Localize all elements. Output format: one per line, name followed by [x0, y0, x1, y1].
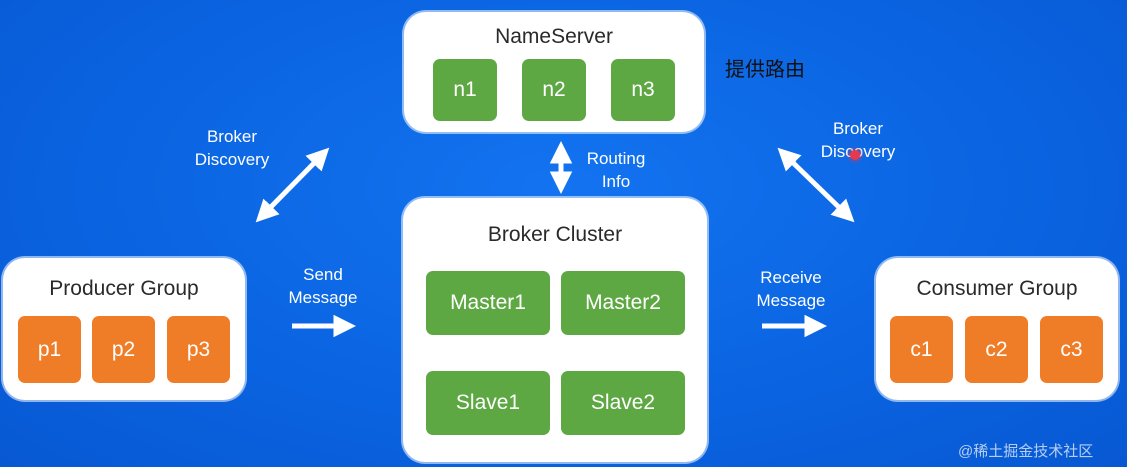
broker-slave1: Slave1	[426, 371, 550, 435]
broker-discovery-left-line1: Broker	[206, 127, 258, 146]
consumer-group-title: Consumer Group	[916, 277, 1078, 300]
broker-cluster-title: Broker Cluster	[487, 223, 623, 246]
routing-info-line1: Routing	[586, 149, 646, 168]
broker-discovery-right-line1: Broker	[832, 119, 884, 138]
producer-group-panel: Producer Group p1 p2 p3	[3, 258, 245, 400]
nameserver-node-n1: n1	[433, 59, 497, 121]
send-message-line1: Send	[303, 265, 343, 284]
broker-master1: Master1	[426, 271, 550, 335]
broker-cluster-panel: Broker Cluster Master1 Master2 Slave1 Sl…	[403, 198, 707, 462]
consumer-node-c2: c2	[965, 316, 1028, 383]
producer-node-p3: p3	[167, 316, 230, 383]
producer-node-p1: p1	[18, 316, 81, 383]
nameserver-title: NameServer	[495, 25, 613, 48]
receive-message-label: Receive Message	[745, 266, 837, 312]
consumer-node-c3: c3	[1040, 316, 1103, 383]
watermark: @稀土掘金技术社区	[958, 443, 1094, 460]
pointer-dot	[850, 150, 860, 160]
broker-master2: Master2	[561, 271, 685, 335]
send-message-label: Send Message	[278, 263, 368, 309]
routing-info-label: Routing Info	[576, 147, 656, 193]
receive-message-line2: Message	[756, 291, 826, 310]
producer-group-title: Producer Group	[49, 277, 199, 300]
broker-discovery-left-arrow	[255, 147, 330, 223]
routing-info-line2: Info	[601, 172, 631, 191]
nameserver-panel: NameServer n1 n2 n3	[404, 12, 704, 132]
broker-discovery-right-arrow	[777, 147, 855, 223]
broker-slave2: Slave2	[561, 371, 685, 435]
send-message-line2: Message	[288, 288, 358, 307]
receive-message-line1: Receive	[760, 268, 822, 287]
routing-note: 提供路由	[725, 59, 805, 81]
broker-discovery-left-line2: Discovery	[194, 150, 270, 169]
producer-node-p2: p2	[92, 316, 155, 383]
broker-discovery-left-label: Broker Discovery	[186, 125, 278, 171]
nameserver-node-n2: n2	[522, 59, 586, 121]
consumer-group-panel: Consumer Group c1 c2 c3	[876, 258, 1118, 400]
consumer-node-c1: c1	[890, 316, 953, 383]
nameserver-node-n3: n3	[611, 59, 675, 121]
